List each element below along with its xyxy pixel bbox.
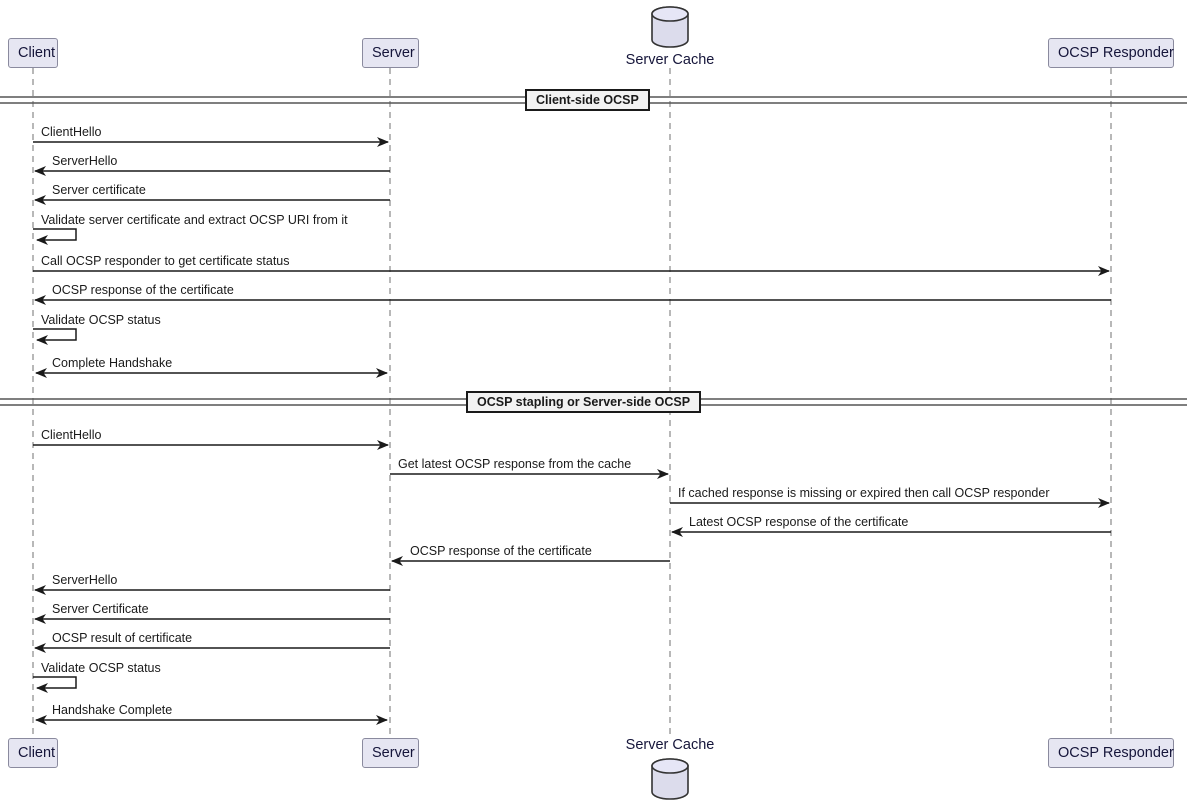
arrow-m7 [33, 328, 77, 345]
participant-server-bottom[interactable]: Server [362, 738, 419, 768]
message-label-m13: OCSP response of the certificate [410, 544, 592, 558]
divider-rules [0, 96, 1187, 406]
participant-cache-bottom-label: Server Cache [625, 737, 715, 753]
message-label-m3: Server certificate [52, 183, 146, 197]
database-icon-cache-bottom [651, 758, 689, 800]
message-label-m17: Validate OCSP status [41, 661, 161, 675]
database-icon-cache-top [651, 6, 689, 48]
divider-label-server-side: OCSP stapling or Server-side OCSP [466, 391, 702, 413]
arrow-m17 [33, 676, 77, 693]
message-label-m16: OCSP result of certificate [52, 631, 193, 645]
message-label-m18: Handshake Complete [52, 703, 173, 717]
message-label-m11: If cached response is missing or expired… [678, 486, 1050, 500]
message-label-m5: Call OCSP responder to get certificate s… [41, 254, 290, 268]
message-label-m10: Get latest OCSP response from the cache [398, 457, 632, 471]
arrow-m4 [33, 228, 77, 245]
message-label-m9: ClientHello [41, 428, 102, 442]
participant-client-bottom[interactable]: Client [8, 738, 58, 768]
divider-label-client-side: Client-side OCSP [525, 89, 650, 111]
participant-cache-top-label: Server Cache [625, 52, 715, 68]
participant-responder-bottom[interactable]: OCSP Responder [1048, 738, 1174, 768]
message-label-m15: Server Certificate [52, 602, 149, 616]
message-label-m8: Complete Handshake [52, 356, 173, 370]
participant-responder-top[interactable]: OCSP Responder [1048, 38, 1174, 68]
message-label-m1: ClientHello [41, 125, 102, 139]
participant-server-top[interactable]: Server [362, 38, 419, 68]
message-label-m6: OCSP response of the certificate [52, 283, 234, 297]
message-label-m12: Latest OCSP response of the certificate [689, 515, 909, 529]
message-label-m7: Validate OCSP status [41, 313, 161, 327]
message-label-m14: ServerHello [52, 573, 118, 587]
message-label-m2: ServerHello [52, 154, 118, 168]
participant-client-top[interactable]: Client [8, 38, 58, 68]
message-arrows [33, 137, 1111, 725]
message-label-m4: Validate server certificate and extract … [41, 213, 348, 227]
